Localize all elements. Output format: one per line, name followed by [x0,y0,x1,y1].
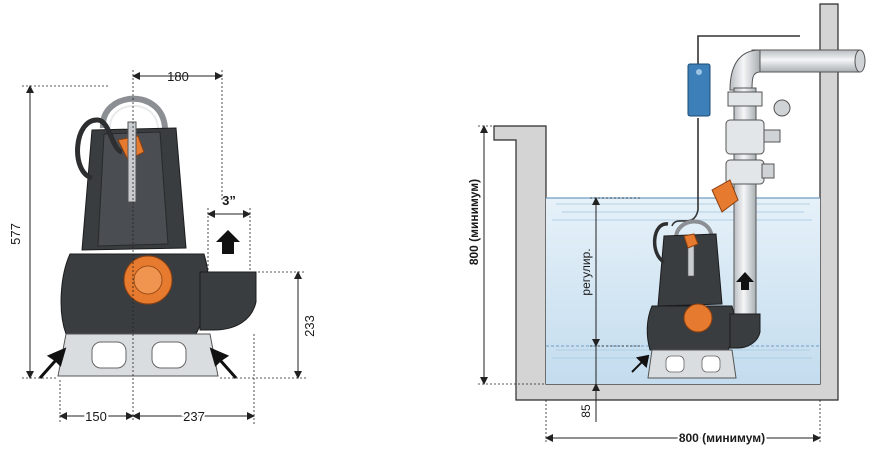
dim-bottom-level: 85 [579,404,593,418]
pump-handle [99,95,168,129]
gate-valve [725,119,765,155]
dim-outlet-height: 233 [302,315,317,337]
pit-float-switch-icon [711,179,739,213]
dim-base-right: 237 [183,409,205,424]
pit-pump-handle [674,219,714,239]
dim-pit-height: 800 (минимум) [467,179,481,265]
pump-outlet [199,271,257,331]
valve-handwheel-icon [773,99,791,117]
left-pump-drawing: 180 577 3” 233 150 237 [8,69,317,426]
right-pit-drawing: 800 (минимум) регулир. 85 800 (минимум) [467,3,866,447]
dim-pit-width: 800 (минимум) [679,431,765,445]
pit-pump-base [647,349,737,379]
dim-regulation-range: регулир. [579,248,593,295]
flow-arrow-up-icon [736,272,754,290]
outlet-arrow-up-icon [216,230,240,254]
inlet-arrow-right-icon [209,347,238,379]
inlet-arrow-left-icon [38,347,67,379]
dim-outlet-size: 3” [222,193,236,208]
dim-height: 577 [8,223,23,245]
discharge-horizontal-pipe [751,49,861,73]
pump-cable [75,117,124,181]
pump-steel-base [57,333,219,377]
pit-inlet-arrow-icon [631,354,650,373]
discharge-elbow [729,49,761,91]
dim-top-width: 180 [167,69,189,84]
dim-base-left: 150 [85,409,107,424]
check-valve [727,91,763,107]
control-box-icon [687,63,711,117]
pit-pump-orange-cap [683,303,713,333]
